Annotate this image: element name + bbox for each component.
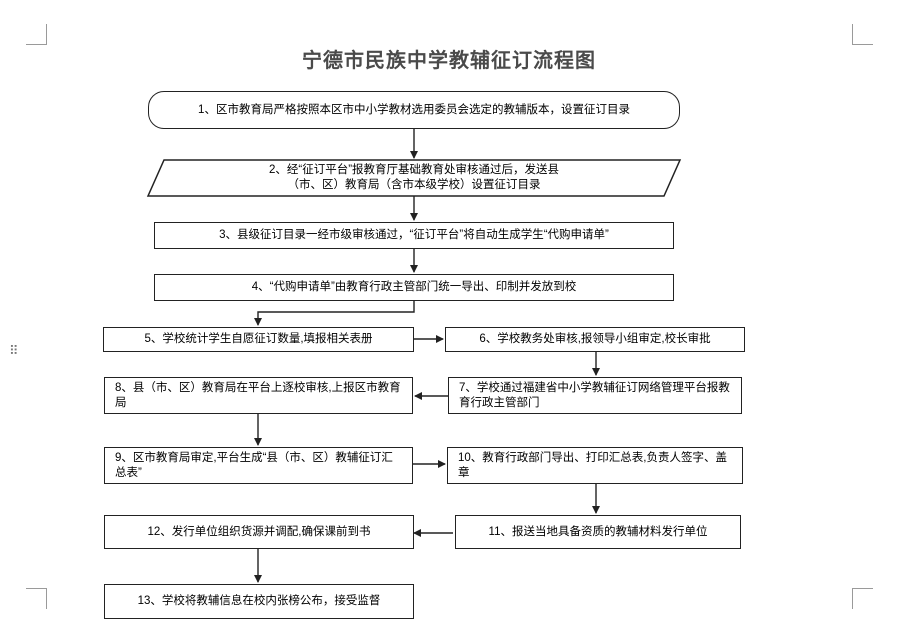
step-12-text: 12、发行单位组织货源并调配,确保课前到书	[147, 525, 371, 538]
step-2-text-line2: （市、区）教育局（含市本级学校）设置征订目录	[287, 179, 541, 191]
diagram-title: 宁德市民族中学教辅征订流程图	[302, 48, 596, 72]
step-5-text: 5、学校统计学生自愿征订数量,填报相关表册	[144, 333, 373, 345]
step-7-box: 7、学校通过福建省中小学教辅征订网络管理平台报教育行政主管部门	[448, 377, 742, 414]
step-3-box: 3、县级征订目录一经市级审核通过，“征订平台”将自动生成学生“代购申请单”	[154, 222, 674, 249]
step-1-text: 1、区市教育局严格按照本区市中小学教材选用委员会选定的教辅版本，设置征订目录	[198, 103, 630, 116]
page-corner-mark	[852, 588, 873, 609]
arrow-4-5	[254, 300, 415, 326]
step-11-box: 11、报送当地具备资质的教辅材料发行单位	[455, 515, 741, 549]
page-corner-mark	[26, 588, 47, 609]
step-1-box: 1、区市教育局严格按照本区市中小学教材选用委员会选定的教辅版本，设置征订目录	[148, 91, 680, 129]
step-13-text: 13、学校将教辅信息在校内张榜公布，接受监督	[137, 595, 381, 607]
step-9-text: 9、区市教育局审定,平台生成“县（市、区）教辅征订汇总表”	[115, 451, 393, 479]
step-8-box: 8、县（市、区）教育局在平台上逐校审核,上报区市教育局	[104, 377, 413, 414]
step-4-text: 4、“代购申请单”由教育行政主管部门统一导出、印制并发放到校	[251, 281, 577, 293]
step-10-text: 10、教育行政部门导出、打印汇总表,负责人签字、盖章	[458, 451, 727, 479]
step-11-text: 11、报送当地具备资质的教辅材料发行单位	[488, 525, 708, 538]
step-2-shape	[146, 159, 682, 197]
page-corner-mark	[26, 24, 47, 45]
step-4-box: 4、“代购申请单”由教育行政主管部门统一导出、印制并发放到校	[154, 274, 674, 301]
step-8-text: 8、县（市、区）教育局在平台上逐校审核,上报区市教育局	[115, 381, 401, 409]
step-13-box: 13、学校将教辅信息在校内张榜公布，接受监督	[104, 584, 414, 619]
page-corner-mark	[852, 24, 873, 45]
step-2-text-block: 2、经“征订平台”报教育厅基础教育处审核通过后，发送县 （市、区）教育局（含市本…	[170, 161, 658, 195]
step-3-text: 3、县级征订目录一经市级审核通过，“征订平台”将自动生成学生“代购申请单”	[219, 229, 609, 241]
step-6-box: 6、学校教务处审核,报领导小组审定,校长审批	[445, 327, 745, 352]
step-5-box: 5、学校统计学生自愿征订数量,填报相关表册	[103, 327, 414, 352]
step-9-box: 9、区市教育局审定,平台生成“县（市、区）教辅征订汇总表”	[104, 447, 413, 484]
step-2-text-line1: 2、经“征订平台”报教育厅基础教育处审核通过后，发送县	[268, 164, 560, 176]
step-12-box: 12、发行单位组织货源并调配,确保课前到书	[104, 515, 414, 549]
step-7-text: 7、学校通过福建省中小学教辅征订网络管理平台报教育行政主管部门	[459, 381, 730, 409]
drag-handle-icon[interactable]: ⠿	[9, 343, 18, 358]
step-6-text: 6、学校教务处审核,报领导小组审定,校长审批	[479, 333, 711, 345]
step-10-box: 10、教育行政部门导出、打印汇总表,负责人签字、盖章	[447, 447, 743, 484]
